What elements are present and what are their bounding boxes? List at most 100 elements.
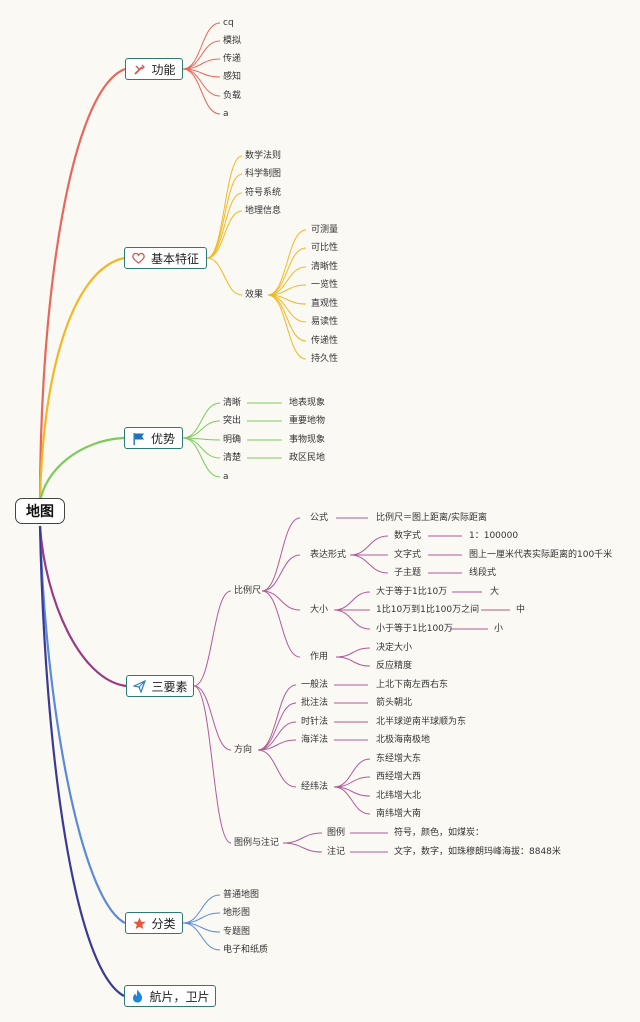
bili-branch — [261, 554, 301, 592]
star-icon — [132, 916, 146, 930]
fangxiang-branch — [257, 749, 297, 788]
biaoda-detail[interactable]: 1：100000 — [469, 531, 519, 541]
xiaoguo-item[interactable]: 易读性 — [311, 317, 339, 327]
fangxiang-detail[interactable]: 北极海南极地 — [376, 735, 431, 745]
root-node-map[interactable]: 地图 — [15, 498, 65, 524]
gongneng-item-fuzai[interactable]: 负载 — [223, 91, 242, 101]
biaoda-detail[interactable]: 线段式 — [469, 568, 497, 578]
jiben-item-dili[interactable]: 地理信息 — [245, 206, 282, 216]
fangxiang-detail[interactable]: 箭头朝北 — [376, 698, 413, 708]
gongneng-item-cq[interactable]: cq — [223, 18, 234, 28]
xiaoguo-item[interactable]: 一览性 — [311, 280, 339, 290]
daxiao-item[interactable]: 大于等于1比10万 — [376, 587, 448, 597]
jiben-item-fuhao[interactable]: 符号系统 — [245, 188, 282, 198]
fangxiang-branch — [257, 739, 297, 751]
gongneng-item-chuandi[interactable]: 传递 — [223, 54, 242, 64]
fangxiang-detail[interactable]: 上北下南左西右东 — [376, 680, 449, 690]
gongneng-item-a[interactable]: a — [223, 109, 229, 119]
topic-hangpian[interactable]: 航片，卫片 — [124, 985, 216, 1007]
topic-gongneng-label: 功能 — [151, 62, 176, 77]
tuli-branch — [282, 832, 323, 844]
daxiao-size[interactable]: 中 — [516, 605, 526, 615]
xiaoguo-branch — [267, 294, 307, 342]
youshi-detail[interactable]: 重要地物 — [289, 416, 326, 426]
fangxiang-item[interactable]: 海洋法 — [301, 735, 329, 745]
tuli-label[interactable]: 图例与注记 — [234, 838, 280, 848]
jingwei-item[interactable]: 西经增大西 — [376, 772, 422, 782]
jiben-item-shuxue[interactable]: 数学法则 — [245, 151, 282, 161]
zuoyong-item[interactable]: 决定大小 — [376, 643, 413, 653]
jingwei-label[interactable]: 经纬法 — [301, 782, 329, 792]
gongneng-item-moni[interactable]: 模拟 — [223, 36, 242, 46]
trunk-youshi — [38, 436, 125, 503]
daxiao-item[interactable]: 1比10万到1比100万之间 — [376, 605, 480, 615]
youshi-branch — [182, 420, 221, 439]
youshi-branch — [182, 402, 221, 439]
fangxiang-detail[interactable]: 北半球逆南半球顺为东 — [376, 717, 467, 727]
jiben-item-kexue[interactable]: 科学制图 — [245, 169, 282, 179]
youshi-detail[interactable]: 事物现象 — [289, 435, 326, 445]
daxiao-size[interactable]: 大 — [490, 587, 500, 597]
topic-fenlei-label: 分类 — [151, 916, 176, 931]
tuli-detail[interactable]: 文字，数字，如珠穆朗玛峰海拔：8848米 — [394, 847, 561, 857]
topic-sanyaosu[interactable]: 三要素 — [126, 675, 194, 697]
fangxiang-item[interactable]: 一般法 — [301, 680, 329, 690]
tuli-item[interactable]: 注记 — [327, 847, 346, 857]
jingwei-branch — [333, 758, 371, 788]
gongshi-value[interactable]: 比例尺＝图上距离/实际距离 — [376, 513, 488, 523]
topic-jiben[interactable]: 基本特征 — [124, 247, 207, 269]
topic-fenlei[interactable]: 分类 — [125, 912, 183, 934]
xiaoguo-item[interactable]: 清晰性 — [311, 262, 339, 272]
zuoyong-item[interactable]: 反应精度 — [376, 661, 413, 671]
fenlei-item[interactable]: 普通地图 — [223, 890, 260, 900]
jingwei-item[interactable]: 东经增大东 — [376, 754, 422, 764]
fenlei-item[interactable]: 电子和纸质 — [223, 945, 269, 955]
youshi-item[interactable]: 明确 — [223, 435, 242, 445]
xiaoguo-item[interactable]: 可测量 — [311, 225, 339, 235]
fangxiang-item[interactable]: 批注法 — [301, 698, 329, 708]
biaoda-item[interactable]: 数字式 — [394, 531, 422, 541]
flame-icon — [130, 989, 144, 1003]
youshi-item[interactable]: 清楚 — [223, 453, 242, 463]
xiaoguo-item[interactable]: 可比性 — [311, 243, 339, 253]
biaoda-label[interactable]: 表达形式 — [310, 550, 347, 560]
youshi-detail[interactable]: 政区民地 — [289, 453, 326, 463]
sanyaosu-branch — [193, 590, 232, 687]
daxiao-label[interactable]: 大小 — [310, 605, 329, 615]
youshi-detail[interactable]: 地表现象 — [289, 398, 326, 408]
fenlei-item[interactable]: 专题图 — [223, 927, 251, 937]
fangxiang-label[interactable]: 方向 — [234, 745, 253, 755]
xiaoguo-item[interactable]: 传递性 — [311, 336, 339, 346]
gongneng-branch — [182, 22, 221, 70]
youshi-item[interactable]: 清晰 — [223, 398, 242, 408]
biaoda-item[interactable]: 子主题 — [394, 568, 422, 578]
tuli-item[interactable]: 图例 — [327, 828, 346, 838]
topic-gongneng[interactable]: 功能 — [125, 58, 183, 80]
xiaoguo-item[interactable]: 持久性 — [311, 354, 339, 364]
bili-label[interactable]: 比例尺 — [234, 586, 262, 596]
tuli-detail[interactable]: 符号，颜色，如煤炭： — [394, 828, 485, 838]
zuoyong-label[interactable]: 作用 — [310, 652, 329, 662]
bili-branch — [261, 590, 301, 658]
jiben-xiaoguo[interactable]: 效果 — [245, 290, 264, 300]
biaoda-branch — [349, 535, 389, 556]
daxiao-item[interactable]: 小于等于1比100万 — [376, 624, 453, 634]
xiaoguo-branch — [267, 229, 307, 296]
xiaoguo-item[interactable]: 直观性 — [311, 299, 339, 309]
fenlei-item[interactable]: 地形图 — [223, 908, 251, 918]
biaoda-detail[interactable]: 图上一厘米代表实际距离的100千米 — [469, 550, 613, 560]
gongshi-label[interactable]: 公式 — [310, 513, 329, 523]
jiben-branch — [206, 173, 243, 259]
fangxiang-item[interactable]: 时针法 — [301, 717, 329, 727]
xiaoguo-branch — [267, 294, 307, 360]
jingwei-item[interactable]: 南纬增大南 — [376, 809, 422, 819]
jiben-branch — [206, 210, 243, 259]
biaoda-item[interactable]: 文字式 — [394, 550, 422, 560]
youshi-item[interactable]: a — [223, 472, 229, 482]
topic-youshi[interactable]: 优势 — [124, 427, 183, 449]
jingwei-item[interactable]: 北纬增大北 — [376, 791, 422, 801]
youshi-item[interactable]: 突出 — [223, 416, 242, 426]
gongneng-item-ganzhi[interactable]: 感知 — [223, 72, 242, 82]
daxiao-size[interactable]: 小 — [494, 624, 504, 634]
